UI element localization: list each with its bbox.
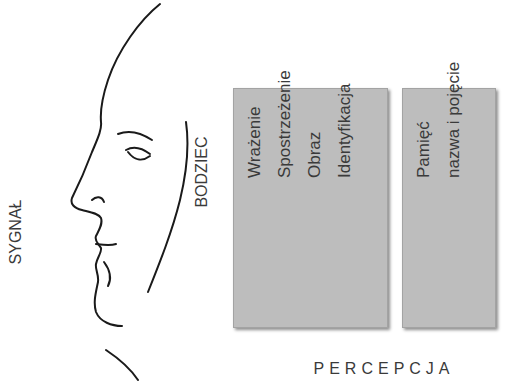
neck-line: [106, 350, 138, 380]
rotated-text-group: Pamięćnazwa i pojęcie: [409, 138, 469, 178]
process-label: PERCEPCJA: [314, 359, 455, 379]
eye: [126, 148, 150, 160]
rotated-text-group: WrażenieSpostrzeżenieObrazIdentyfikacja: [240, 138, 360, 178]
box-text: Obraz: [300, 132, 330, 178]
box-text: nazwa i pojęcie: [439, 62, 469, 178]
jaw-line: [148, 122, 188, 292]
box-text: Pamięć: [409, 121, 439, 178]
process-box: Pamięćnazwa i pojęcie: [402, 88, 496, 328]
brow: [118, 132, 152, 140]
axis-label: BODZIEC: [191, 136, 211, 207]
process-box: WrażenieSpostrzeżenieObrazIdentyfikacja: [233, 88, 388, 328]
box-text: Spostrzeżenie: [270, 70, 300, 178]
box-text: Identyfikacja: [330, 84, 360, 179]
box-text: Wrażenie: [240, 107, 270, 179]
cheek-line: [104, 262, 110, 286]
nostril: [92, 197, 104, 202]
axis-label: SYGNAŁ: [6, 200, 26, 265]
mouth: [96, 244, 116, 245]
face-outline: [71, 4, 160, 326]
